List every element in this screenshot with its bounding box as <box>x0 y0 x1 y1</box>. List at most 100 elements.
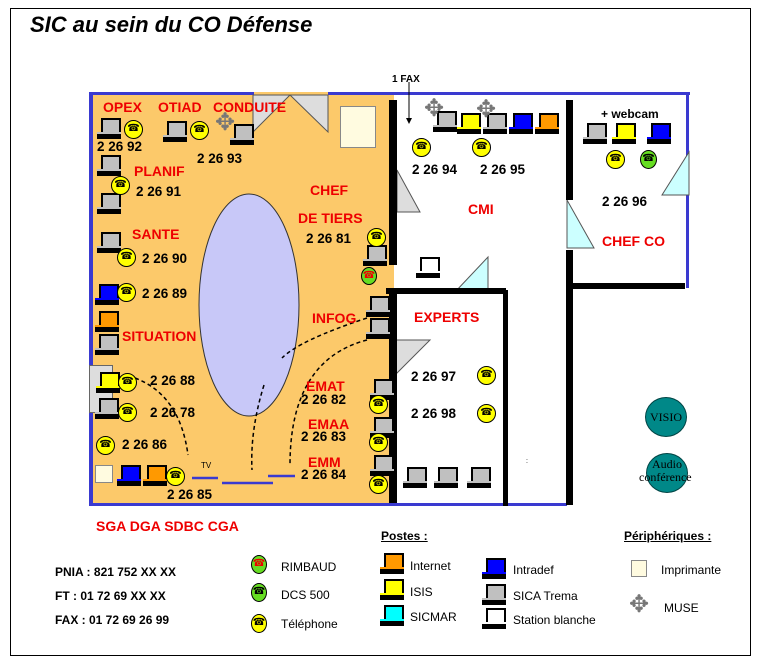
page-title: SIC au sein du CO Défense <box>30 12 313 37</box>
room-label-experts: EXPERTS <box>414 309 480 325</box>
computer-icon <box>97 193 121 214</box>
phone-icon: ☎ <box>477 404 496 423</box>
station-blanche-icon <box>482 608 506 629</box>
dot-mark: : <box>526 458 528 465</box>
printer-icon <box>95 465 113 483</box>
phone-number: 2 26 93 <box>197 151 243 166</box>
phone-number: 2 26 91 <box>136 184 182 199</box>
computer-icon <box>483 113 507 134</box>
wall-blue <box>328 92 690 95</box>
computer-icon <box>97 155 121 176</box>
sica-trema-icon <box>482 584 506 605</box>
computer-icon <box>95 284 119 305</box>
room-label-emat: EMAT <box>306 378 345 394</box>
computer-icon <box>96 372 120 393</box>
wall <box>566 250 573 505</box>
room-label-infog: INFOG <box>312 310 357 326</box>
wall <box>386 288 506 294</box>
phone-icon: ☎ <box>606 150 625 169</box>
phone-number: 2 26 97 <box>411 369 457 384</box>
fax-label: 1 FAX <box>392 74 420 85</box>
phone-number: 2 26 89 <box>142 286 188 301</box>
phone-icon: ☎ <box>111 176 130 195</box>
room-label-opex: OPEX <box>103 99 142 115</box>
computer-icon <box>163 121 187 142</box>
audio-label: Audio <box>652 457 682 471</box>
phone-number: 2 26 86 <box>122 437 168 452</box>
phone-icon: ☎ <box>118 403 137 422</box>
computer-icon <box>366 296 390 317</box>
printer-icon <box>340 106 376 148</box>
fax-number: FAX : 01 72 69 26 99 <box>55 613 170 627</box>
isis-icon <box>380 579 404 600</box>
room-label-chef-co: CHEF CO <box>602 233 665 249</box>
phone-icon: ☎ <box>367 228 386 247</box>
computer-icon <box>97 118 121 139</box>
rimbaud-phone-icon: ☎ <box>361 267 377 285</box>
computer-icon <box>95 311 119 332</box>
computer-icon <box>509 113 533 134</box>
rimbaud-legend-icon: ☎ <box>251 555 267 574</box>
visio-button[interactable]: VISIO <box>645 397 687 437</box>
computer-icon <box>612 123 636 144</box>
legend-sica-trema: SICA Trema <box>513 589 578 603</box>
conference-label: conférence <box>639 470 692 484</box>
room-label-conduite: CONDUITE <box>213 99 287 115</box>
phone-number: 2 26 98 <box>411 406 457 421</box>
phone-number: 2 26 94 <box>412 162 458 177</box>
computer-icon <box>117 465 141 486</box>
computer-icon <box>416 257 440 278</box>
phone-icon: ☎ <box>166 467 185 486</box>
phone-icon: ☎ <box>472 138 491 157</box>
visio-label: VISIO <box>650 410 682 424</box>
legend-intradef: Intradef <box>513 563 554 577</box>
phone-icon: ☎ <box>124 120 143 139</box>
legend-dcs500: DCS 500 <box>281 588 330 602</box>
legend-sicmar: SICMAR <box>410 610 457 624</box>
computer-icon <box>95 398 119 419</box>
room-label-emm: EMM <box>308 454 341 470</box>
room-label-emaa: EMAA <box>308 416 350 432</box>
pnia-number: PNIA : 821 752 XX XX <box>55 565 176 579</box>
legend-telephone: Téléphone <box>281 617 338 631</box>
computer-icon <box>95 334 119 355</box>
computer-icon <box>403 467 427 488</box>
phone-number: 2 26 84 <box>301 467 347 482</box>
computer-icon <box>457 113 481 134</box>
room-label-sga: SGA DGA SDBC CGA <box>96 518 239 534</box>
ft-number: FT : 01 72 69 XX XX <box>55 589 166 603</box>
computer-icon <box>97 232 121 253</box>
dcs500-legend-icon: ☎ <box>251 583 267 602</box>
room-label-otiad: OTIAD <box>158 99 202 115</box>
phone-number: 2 26 92 <box>97 139 143 154</box>
wall-blue <box>89 92 254 95</box>
intradef-icon <box>482 558 506 579</box>
phone-icon: ☎ <box>190 121 209 140</box>
phone-number: 2 26 90 <box>142 251 188 266</box>
phone-icon: ☎ <box>117 248 136 267</box>
wall <box>503 290 508 506</box>
room-label-chef: CHEF <box>310 182 349 198</box>
phone-number: 2 26 78 <box>150 405 196 420</box>
computer-icon <box>366 318 390 339</box>
wall-blue <box>89 503 567 506</box>
phone-number: 2 26 88 <box>150 373 196 388</box>
phone-icon: ☎ <box>477 366 496 385</box>
legend-station-blanche: Station blanche <box>513 613 596 627</box>
phone-icon: ☎ <box>369 395 388 414</box>
telephone-legend-icon: ☎ <box>251 614 267 633</box>
phone-number: 2 26 96 <box>602 194 648 209</box>
phone-icon: ☎ <box>369 433 388 452</box>
computer-icon <box>433 111 457 132</box>
phone-number: 2 26 81 <box>306 231 352 246</box>
computer-icon <box>143 465 167 486</box>
phone-icon: ☎ <box>118 373 137 392</box>
room-label-planif: PLANIF <box>134 163 185 179</box>
webcam-label: + webcam <box>601 107 659 121</box>
muse-icon: ✥ <box>476 96 497 123</box>
peripheriques-title: Périphériques : <box>624 529 712 543</box>
internet-icon <box>380 553 404 574</box>
phone-number: 2 26 82 <box>301 392 347 407</box>
phone-icon: ☎ <box>96 436 115 455</box>
